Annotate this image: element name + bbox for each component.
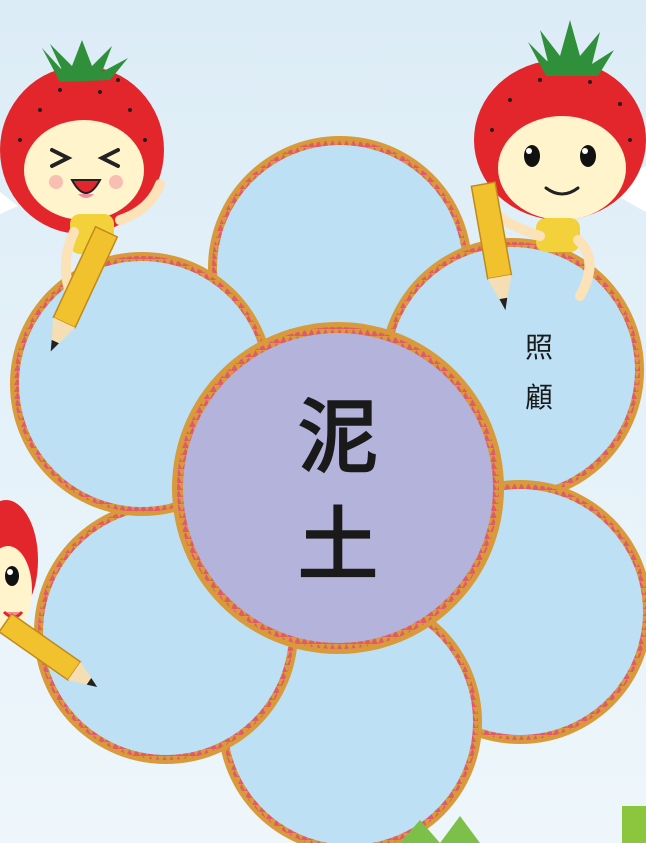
frame-corner-decoration [622, 806, 646, 843]
center-topic-char-2: 土 [298, 499, 378, 592]
center-topic-char-1: 泥 [298, 391, 378, 484]
petal-note-char-1: 照 [524, 331, 553, 364]
speech-bubble-left [0, 192, 18, 214]
grass-decoration [400, 816, 480, 843]
pencil-icon [470, 181, 513, 311]
strawberry-character-icon [0, 500, 38, 634]
strawberry-character-icon [474, 20, 646, 301]
flower-center [172, 322, 504, 654]
petal-note-char-2: 顧 [524, 381, 553, 414]
pencil-icon [50, 225, 119, 352]
strawberry-character-icon [0, 40, 165, 297]
pencil-icon [0, 612, 98, 688]
